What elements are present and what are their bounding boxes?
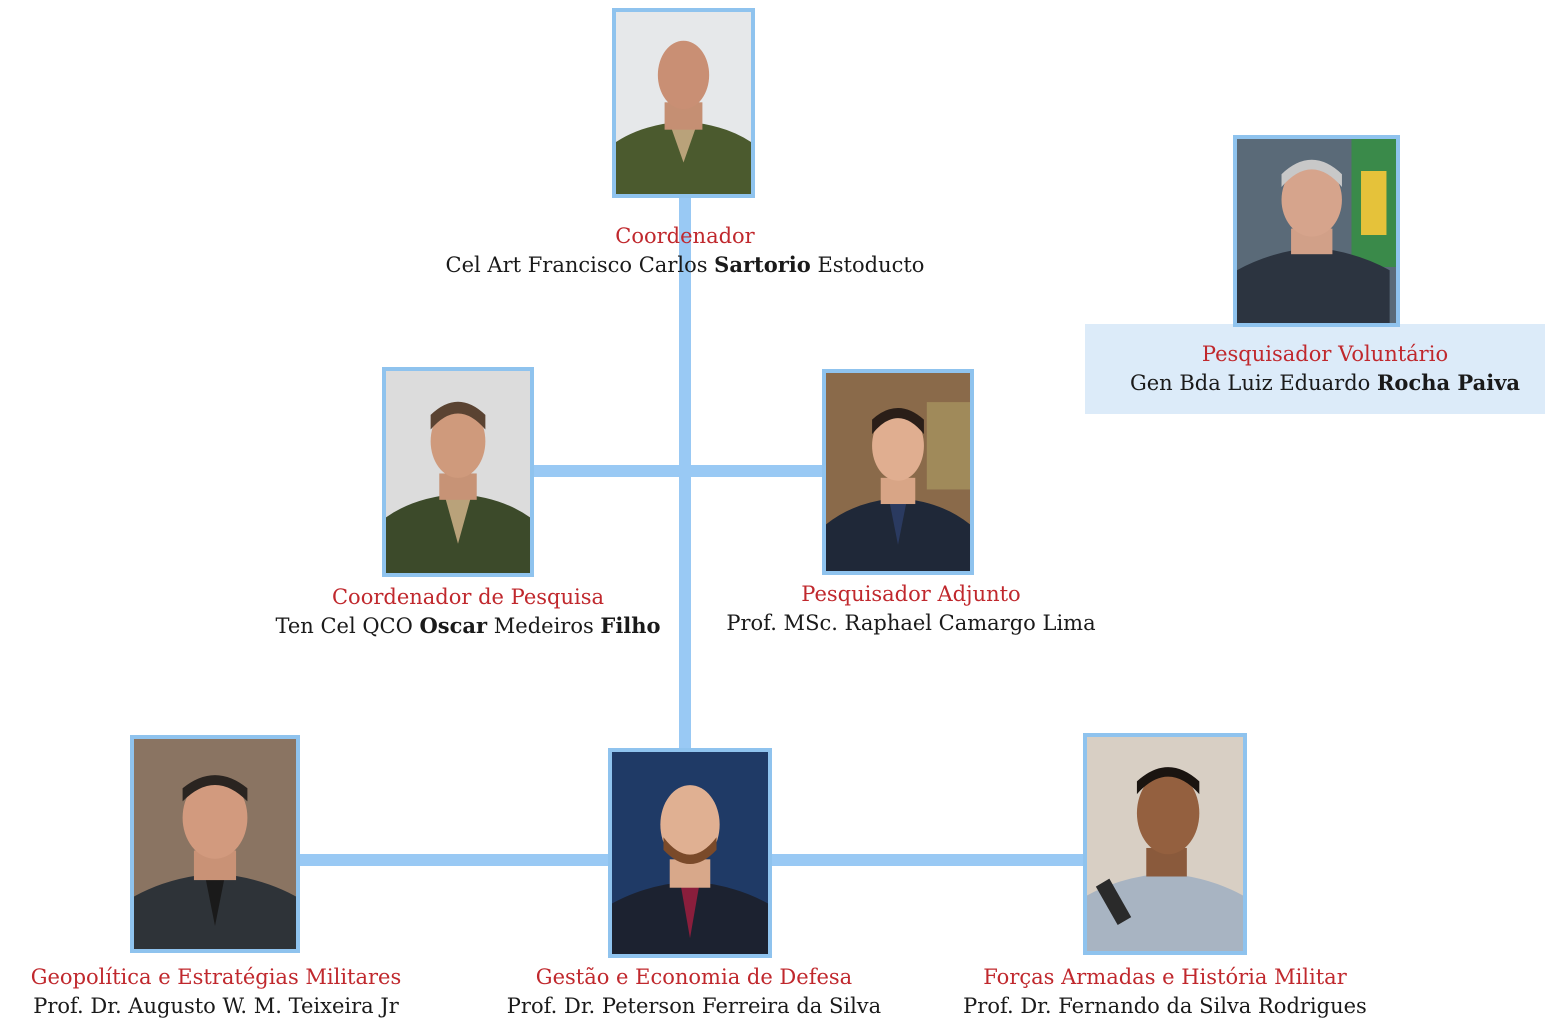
defense-economy-caption: Gestão e Economia de Defesa Prof. Dr. Pe… [454,963,934,1021]
research-coordinator-role: Coordenador de Pesquisa [331,585,605,609]
armed-forces-caption: Forças Armadas e História Militar Prof. … [935,963,1395,1021]
geopolitics-name: Prof. Dr. Augusto W. M. Teixeira Jr [33,994,399,1018]
adjunct-name: Prof. MSc. Raphael Camargo Lima [726,611,1096,635]
defense-economy-name: Prof. Dr. Peterson Ferreira da Silva [506,994,882,1018]
defense-economy-role: Gestão e Economia de Defesa [535,965,853,989]
defense-economy-photo [608,748,772,958]
coordinator-caption: Coordenador Cel Art Francisco Carlos Sar… [385,222,985,280]
adjunct-role: Pesquisador Adjunto [801,582,1021,606]
coordinator-name: Cel Art Francisco Carlos Sartorio Estodu… [445,252,925,277]
coordinator-photo [612,8,755,198]
research-coordinator-caption: Coordenador de Pesquisa Ten Cel QCO Osca… [218,583,718,641]
armed-forces-role: Forças Armadas e História Militar [983,965,1347,989]
geopolitics-photo [130,735,300,953]
volunteer-background [1085,324,1545,414]
adjunct-photo [822,369,974,575]
geopolitics-role: Geopolítica e Estratégias Militares [30,965,402,989]
adjunct-caption: Pesquisador Adjunto Prof. MSc. Raphael C… [661,580,1161,638]
volunteer-role: Pesquisador Voluntário [1201,342,1449,366]
coordinator-role: Coordenador [615,224,755,248]
research-coordinator-name: Ten Cel QCO Oscar Medeiros Filho [275,613,661,638]
volunteer-caption: Pesquisador Voluntário Gen Bda Luiz Edua… [1095,340,1545,398]
volunteer-photo [1233,135,1400,327]
connector-mid-branch [533,465,825,477]
armed-forces-photo [1083,733,1247,955]
research-coordinator-photo [382,367,534,577]
volunteer-name: Gen Bda Luiz Eduardo Rocha Paiva [1129,370,1521,395]
geopolitics-caption: Geopolítica e Estratégias Militares Prof… [0,963,432,1021]
armed-forces-name: Prof. Dr. Fernando da Silva Rodrigues [963,994,1367,1018]
